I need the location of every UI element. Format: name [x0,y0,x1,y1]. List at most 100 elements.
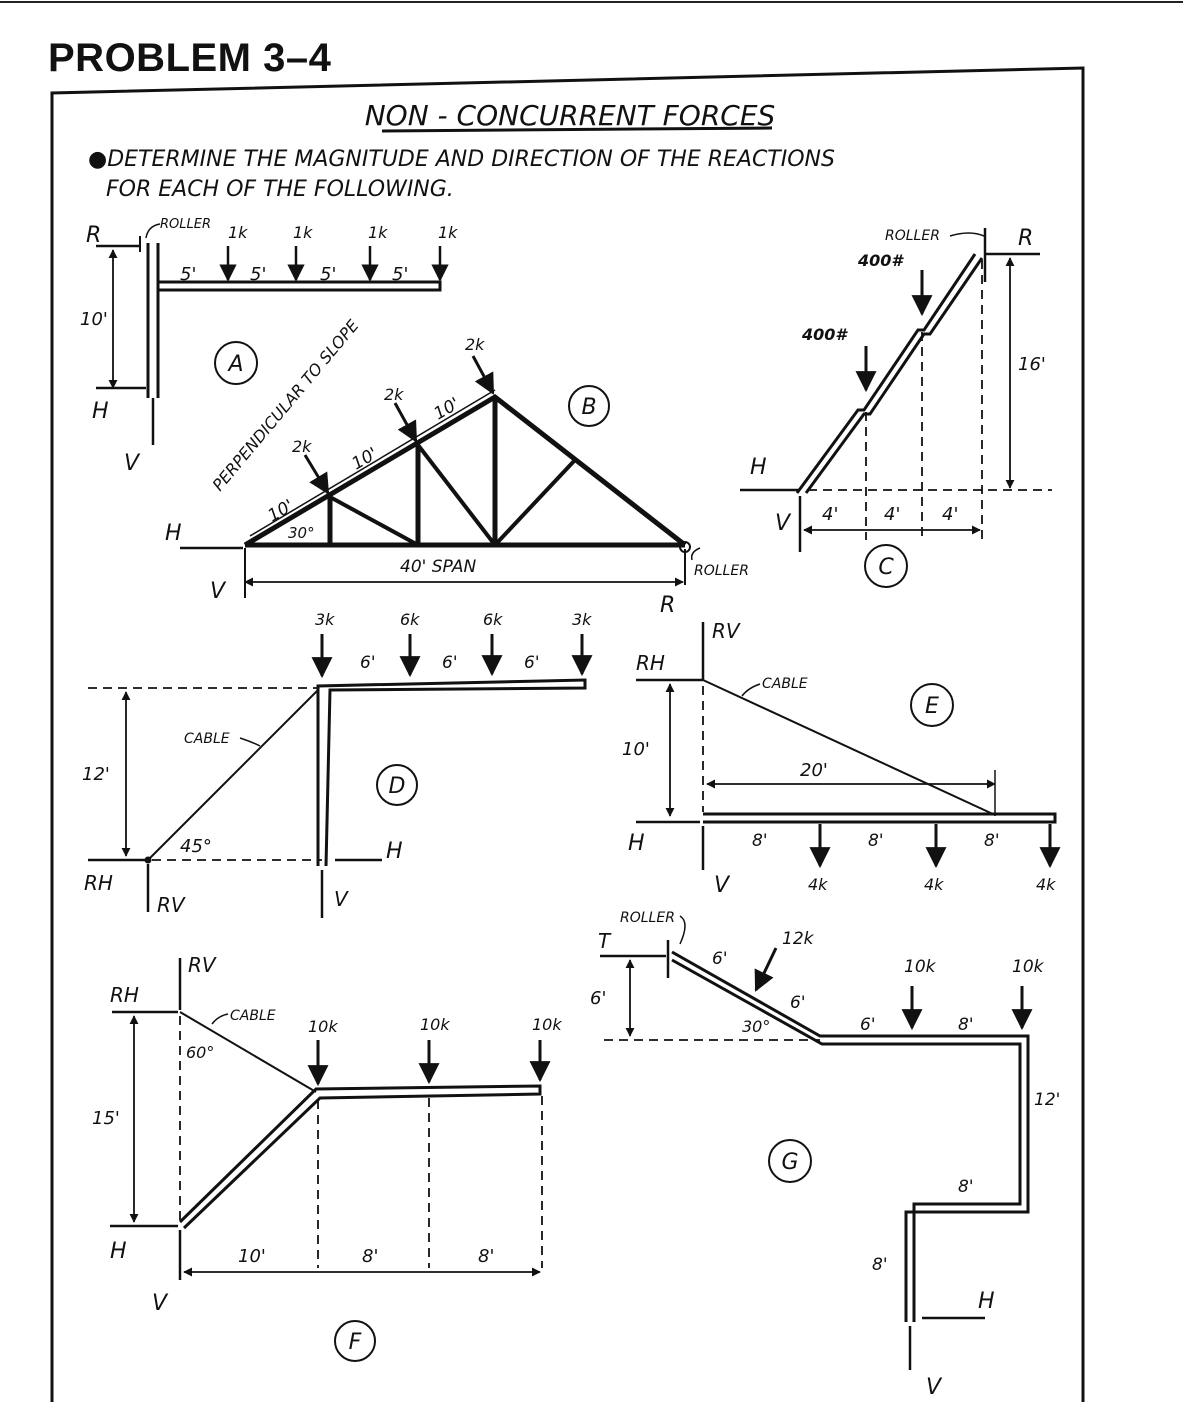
label-c-space-1: 4' [822,504,838,525]
label-g-angle: 30° [742,1017,770,1036]
label-a-space-3: 5' [320,264,336,285]
label-e-load-3: 4k [1036,875,1056,894]
label-d-load-2: 6k [400,610,420,629]
a-roller-leader [145,223,161,239]
b-load-arrow-3 [471,355,495,395]
c-id-circle [864,544,908,588]
d-frame-member [316,678,587,867]
label-f-h: H [110,1239,127,1264]
label-g-roller: ROLLER [620,910,675,926]
label-c-roller: ROLLER [885,228,940,244]
label-b-angle: 30° [288,524,315,542]
label-e-cable: CABLE [762,676,808,692]
label-a-load-2: 1k [293,223,313,242]
d-id-circle [376,764,418,806]
label-d-v: V [334,887,349,911]
label-b-h: H [165,521,182,546]
label-f-space-3: 8' [478,1246,494,1267]
label-g-slope-2: 6' [790,993,806,1013]
g-id-circle [768,1139,812,1183]
label-d-cable: CABLE [184,731,230,747]
label-d-space-1: 6' [360,653,376,673]
label-b-load-1: 2k [292,437,312,456]
problem-frame [50,66,1085,1402]
label-a-circle: A [226,352,243,377]
label-f-load-3: 10k [532,1015,562,1034]
label-d-space-3: 6' [524,653,540,673]
c-member-left [795,253,977,494]
label-d-h: H [386,839,403,864]
e-cable [702,679,996,816]
d-cable-leader [239,737,261,747]
label-g-offset: 8' [958,1177,974,1197]
label-g-top-space-1: 6' [860,1015,876,1035]
label-c-circle: C [878,555,894,580]
b-load-arrow-1 [303,454,330,495]
label-d-load-1: 3k [315,610,335,629]
label-c-load-2: 400# [857,251,904,270]
label-c-h: H [750,455,767,480]
label-a-roller: ROLLER [160,217,211,232]
label-c-space-3: 4' [942,504,958,525]
label-g-top-space-2: 8' [958,1015,974,1035]
f-cable [179,1011,317,1093]
d-cable [147,689,319,861]
label-b-v: V [210,579,227,604]
label-d-rh: RH [84,871,113,895]
e-cable-leader [741,683,761,697]
b-diagonal-3 [493,458,577,547]
label-f-circle: F [349,1330,362,1355]
label-f-space-2: 8' [362,1246,378,1267]
instruction-line-1: ●DETERMINE THE MAGNITUDE AND DIRECTION O… [88,147,835,172]
diagram-g: ROLLER T 6' 6' 6' 12k 30° 10k 10k 6' 8' … [590,910,1060,1400]
label-f-rh: RH [110,983,139,1007]
instruction-line-2: FOR EACH OF THE FOLLOWING. [106,177,454,202]
label-a-r: R [86,223,101,248]
label-g-slope-1: 6' [712,949,728,969]
label-d-load-4: 3k [572,610,592,629]
label-a-h: H [92,399,109,424]
label-f-load-1: 10k [308,1017,338,1036]
diagram-f: RV RH CABLE 60° 15' H V 10k 10k 10k 10' … [92,953,562,1362]
label-g-slope-load: 12k [782,929,815,949]
label-a-load-3: 1k [368,223,388,242]
label-g-drop: 12' [1034,1090,1060,1110]
label-e-v: V [714,873,731,898]
f-cable-leader [211,1013,229,1025]
a-id-circle [214,341,258,385]
g-slope-load-arrow [754,947,778,992]
label-b-r: R [660,593,675,618]
e-id-circle [910,683,954,727]
label-b-load-2: 2k [384,385,404,404]
label-f-cable: CABLE [230,1008,276,1024]
label-c-height: 16' [1018,354,1046,375]
label-e-height: 10' [622,739,650,760]
label-e-space-1: 8' [752,831,768,851]
diagram-b: H V R ROLLER 40' SPAN 30° 10' 10' 10' PE… [165,315,749,618]
label-g-rise: 6' [590,988,606,1009]
label-b-seg-1: 10' [265,496,298,526]
c-roller-leader [949,232,985,237]
c-member-right [804,257,984,494]
g-roller-leader [679,915,686,945]
g-frame-inner [671,958,1022,1322]
a-frame-member [146,243,442,398]
f-frame-member [178,1084,542,1230]
label-e-rv: RV [712,619,741,643]
label-a-space-2: 5' [250,264,266,285]
label-b-roller: ROLLER [694,563,749,579]
b-roller-leader [690,547,701,561]
label-a-space-4: 5' [392,264,408,285]
label-e-cable-span: 20' [800,760,828,781]
b-diagonal-2 [416,443,497,547]
diagram-d: CABLE 12' 45° RH RV H V 3k 6k 6k 3k 6' 6… [82,610,593,918]
label-c-r: R [1018,226,1033,251]
label-e-rh: RH [636,651,665,675]
label-f-angle: 60° [186,1043,214,1062]
label-d-rv: RV [157,893,186,917]
diagram-a: R ROLLER 10' H V 1k 1k 1k 1k 5' 5' 5' 5'… [80,217,458,476]
label-f-space-1: 10' [238,1246,266,1267]
e-beam [703,812,1057,824]
heading-underline [381,126,773,133]
label-e-space-2: 8' [868,831,884,851]
